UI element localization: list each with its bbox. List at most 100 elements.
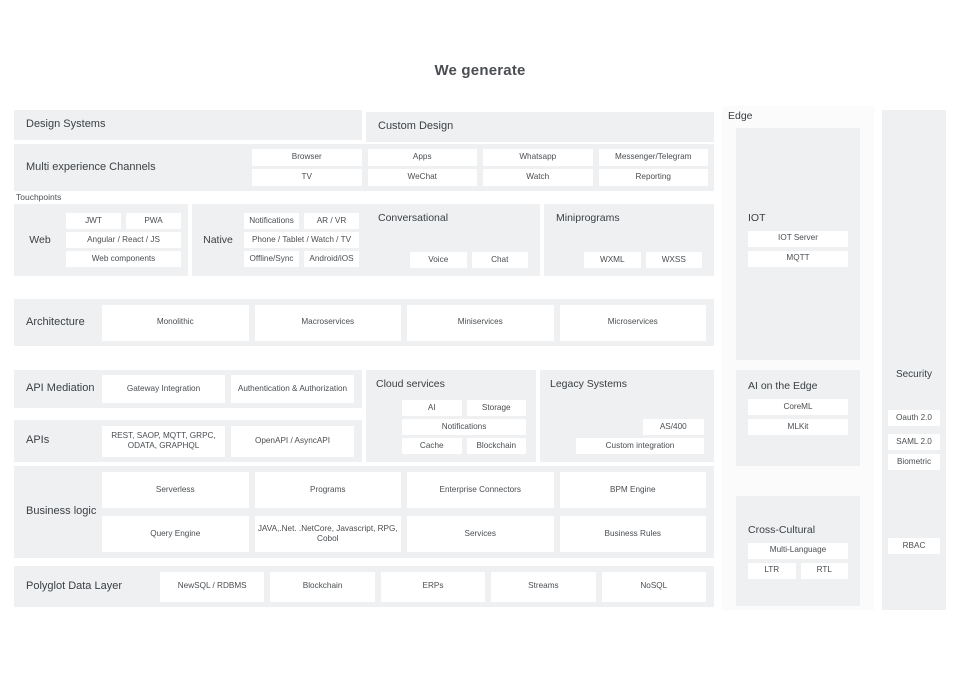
panel-touchpoint-miniprograms[interactable]: Miniprograms WXML WXSS: [544, 204, 714, 276]
chip-offline-sync[interactable]: Offline/Sync: [244, 251, 299, 267]
touchpoint-native-chips: Notifications AR / VR Phone / Tablet / W…: [244, 213, 366, 267]
chip-angular-react-js[interactable]: Angular / React / JS: [66, 232, 181, 248]
chip-whatsapp[interactable]: Whatsapp: [483, 149, 593, 166]
architecture-chips: Monolithic Macroservices Miniservices Mi…: [102, 304, 714, 341]
chip-messenger-telegram[interactable]: Messenger/Telegram: [598, 149, 708, 166]
chip-notifications[interactable]: Notifications: [244, 213, 299, 229]
chip-rbac[interactable]: RBAC: [888, 538, 940, 554]
architecture-label: Architecture: [26, 315, 85, 328]
chip-authentication-authorization[interactable]: Authentication & Authorization: [231, 375, 354, 403]
design-systems-label: Design Systems: [26, 118, 106, 131]
page-title: We generate: [434, 62, 526, 79]
panel-touchpoint-conversational[interactable]: Conversational Voice Chat: [366, 204, 540, 276]
chip-miniservices[interactable]: Miniservices: [407, 304, 554, 341]
chip-jwt[interactable]: JWT: [66, 213, 121, 229]
chip-blockchain-data[interactable]: Blockchain: [270, 571, 375, 602]
chip-phone-tablet-watch-tv[interactable]: Phone / Tablet / Watch / TV: [244, 232, 359, 248]
chip-wxml[interactable]: WXML: [584, 252, 641, 268]
chip-coreml[interactable]: CoreML: [748, 399, 848, 415]
touchpoint-web-chips: JWT PWA Angular / React / JS Web compone…: [66, 213, 188, 267]
panel-touchpoint-native[interactable]: Native Notifications AR / VR Phone / Tab…: [192, 204, 366, 276]
chip-wechat[interactable]: WeChat: [367, 169, 477, 186]
panel-design-systems[interactable]: Design Systems: [14, 110, 362, 140]
chip-iot-server[interactable]: IOT Server: [748, 230, 848, 247]
panel-touchpoint-web[interactable]: Web JWT PWA Angular / React / JS Web com…: [14, 204, 188, 276]
chip-as400[interactable]: AS/400: [642, 419, 704, 435]
ai-on-the-edge-label: AI on the Edge: [748, 380, 818, 392]
cloud-services-label: Cloud services: [376, 378, 445, 390]
chip-newsql-rdbms[interactable]: NewSQL / RDBMS: [160, 571, 265, 602]
panel-apis[interactable]: APIs REST, SAOP, MQTT, GRPC, ODATA, GRAP…: [14, 420, 362, 462]
panel-iot[interactable]: IOT IOT Server MQTT: [736, 128, 860, 360]
chip-chat[interactable]: Chat: [471, 252, 528, 268]
chip-macroservices[interactable]: Macroservices: [254, 304, 401, 341]
chip-query-engine[interactable]: Query Engine: [102, 516, 249, 552]
chip-biometric[interactable]: Biometric: [888, 454, 940, 470]
chip-rtl[interactable]: RTL: [800, 562, 848, 579]
panel-ai-on-the-edge[interactable]: AI on the Edge CoreML MLKit: [736, 370, 860, 466]
chip-oauth-20[interactable]: Oauth 2.0: [888, 410, 940, 426]
panel-api-mediation[interactable]: API Mediation Gateway Integration Authen…: [14, 370, 362, 408]
security-column[interactable]: [882, 110, 946, 610]
chip-storage[interactable]: Storage: [466, 400, 526, 416]
chip-ltr[interactable]: LTR: [748, 562, 796, 579]
chip-browser[interactable]: Browser: [252, 149, 362, 166]
panel-cloud-services[interactable]: Cloud services AI Storage Notifications …: [366, 370, 536, 462]
panel-polyglot-data-layer[interactable]: Polyglot Data Layer NewSQL / RDBMS Block…: [14, 566, 714, 607]
chip-watch[interactable]: Watch: [483, 169, 593, 186]
ai-on-the-edge-chips: CoreML MLKit: [748, 399, 848, 435]
chip-services[interactable]: Services: [407, 516, 554, 552]
panel-legacy-systems[interactable]: Legacy Systems AS/400 Custom integration: [540, 370, 714, 462]
chip-cache[interactable]: Cache: [402, 438, 462, 454]
chip-pwa[interactable]: PWA: [126, 213, 181, 229]
cross-cultural-chips: Multi-Language LTR RTL: [748, 542, 848, 579]
chip-bpm-engine[interactable]: BPM Engine: [559, 472, 706, 508]
panel-architecture[interactable]: Architecture Monolithic Macroservices Mi…: [14, 299, 714, 346]
api-mediation-label: API Mediation: [26, 382, 95, 395]
panel-cross-cultural[interactable]: Cross-Cultural Multi-Language LTR RTL: [736, 496, 860, 606]
chip-programs[interactable]: Programs: [254, 472, 401, 508]
chip-microservices[interactable]: Microservices: [559, 304, 706, 341]
apis-chips: REST, SAOP, MQTT, GRPC, ODATA, GRAPHQL O…: [102, 425, 362, 457]
chip-mlkit[interactable]: MLKit: [748, 419, 848, 435]
iot-chips: IOT Server MQTT: [748, 230, 848, 267]
touchpoint-miniprograms-label: Miniprograms: [556, 212, 620, 224]
chip-nosql[interactable]: NoSQL: [601, 571, 706, 602]
business-logic-chips: Serverless Programs Enterprise Connector…: [102, 472, 714, 552]
chip-languages[interactable]: JAVA,.Net. .NetCore, Javascript, RPG, Co…: [254, 516, 401, 552]
chip-monolithic[interactable]: Monolithic: [102, 304, 249, 341]
chip-rest-protocols[interactable]: REST, SAOP, MQTT, GRPC, ODATA, GRAPHQL: [102, 425, 225, 457]
chip-android-ios[interactable]: Android/iOS: [304, 251, 359, 267]
chip-enterprise-connectors[interactable]: Enterprise Connectors: [407, 472, 554, 508]
chip-tv[interactable]: TV: [252, 169, 362, 186]
panel-business-logic[interactable]: Business logic Serverless Programs Enter…: [14, 466, 714, 558]
chip-streams[interactable]: Streams: [491, 571, 596, 602]
chip-wxss[interactable]: WXSS: [645, 252, 702, 268]
panel-custom-design[interactable]: Custom Design: [366, 112, 714, 142]
chip-openapi-asyncapi[interactable]: OpenAPI / AsyncAPI: [231, 425, 354, 457]
chip-saml-20[interactable]: SAML 2.0: [888, 434, 940, 450]
chip-reporting[interactable]: Reporting: [598, 169, 708, 186]
chip-blockchain-cloud[interactable]: Blockchain: [466, 438, 526, 454]
chip-ai[interactable]: AI: [402, 400, 462, 416]
chip-multi-language[interactable]: Multi-Language: [748, 542, 848, 559]
chip-notifications-cloud[interactable]: Notifications: [402, 419, 526, 435]
cloud-services-chips: AI Storage Notifications Cache Blockchai…: [402, 400, 526, 454]
polyglot-data-layer-label: Polyglot Data Layer: [26, 579, 122, 592]
chip-gateway-integration[interactable]: Gateway Integration: [102, 375, 225, 403]
chip-erps[interactable]: ERPs: [380, 571, 486, 602]
chip-custom-integration[interactable]: Custom integration: [576, 438, 704, 454]
chip-web-components[interactable]: Web components: [66, 251, 181, 267]
chip-business-rules[interactable]: Business Rules: [559, 516, 706, 552]
touchpoints-label: Touchpoints: [16, 192, 62, 202]
legacy-systems-chips: AS/400 Custom integration: [576, 419, 704, 454]
chip-mqtt[interactable]: MQTT: [748, 250, 848, 267]
chip-voice[interactable]: Voice: [410, 252, 467, 268]
touchpoint-native-label: Native: [203, 234, 233, 246]
chip-apps[interactable]: Apps: [367, 149, 477, 166]
custom-design-label: Custom Design: [378, 120, 454, 133]
business-logic-label: Business logic: [26, 505, 97, 518]
chip-ar-vr[interactable]: AR / VR: [304, 213, 359, 229]
chip-serverless[interactable]: Serverless: [102, 472, 249, 508]
panel-multi-experience-channels[interactable]: Multi experience Channels Browser Apps W…: [14, 144, 714, 191]
